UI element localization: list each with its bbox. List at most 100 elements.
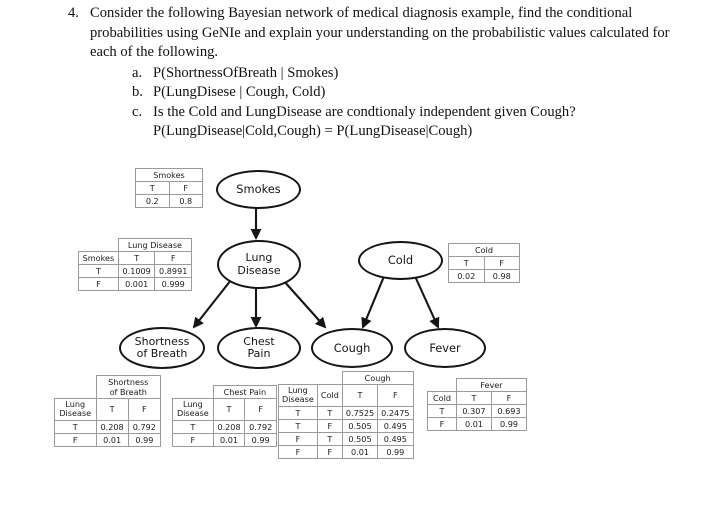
cpt-lung-disease-row1-parent: F (78, 277, 119, 291)
table-row: Smokes T F (78, 251, 192, 265)
cpt-chest-pain-row0-f: 0.792 (244, 419, 277, 434)
node-lung-disease-label-line1: Lung (245, 251, 273, 265)
node-fever[interactable]: Fever (404, 328, 486, 368)
table-row: Lung Disease (79, 238, 193, 252)
node-lung-disease[interactable]: Lung Disease (217, 240, 301, 289)
cpt-chest-pain-row0-t: 0.208 (212, 419, 246, 434)
question-item-c-text: Is the Cold and LungDisease are condtion… (153, 103, 576, 120)
node-smokes[interactable]: Smokes (216, 170, 301, 209)
cpt-fever-row0-f: 0.693 (490, 404, 528, 418)
node-shortness-of-breath-label-line2: of Breath (136, 347, 188, 360)
table-row: Cough (279, 371, 414, 385)
cpt-cough-corner1 (279, 372, 318, 385)
table-row: F T 0.505 0.495 (278, 431, 414, 446)
cpt-cough-title: Cough (341, 371, 414, 385)
edge-cold-fever (413, 273, 440, 329)
cpt-fever-row1-f: 0.99 (490, 417, 528, 431)
cpt-cough-row0-p1: T (278, 405, 318, 420)
table-row: T F (135, 181, 203, 195)
cpt-cough-parent1-label: Lung Disease (278, 384, 318, 407)
table-row: F 0.001 0.999 (78, 277, 192, 291)
cpt-sob-parent-line2: Disease (59, 408, 92, 419)
cpt-cough-row0-f: 0.2475 (377, 405, 414, 420)
node-chest-pain-label-line2: Pain (247, 347, 271, 360)
cpt-chest-pain-corner (173, 386, 214, 399)
cpt-cold-title: Cold (448, 243, 520, 257)
cpt-chest-pain-parent-label: Lung Disease (172, 398, 214, 421)
table-row: Fever (428, 378, 527, 392)
cpt-cough-header-t: T (341, 384, 379, 407)
cpt-cough-parent1-line1: Lung (288, 385, 308, 395)
question-item-b-text: P(LungDisese | Cough, Cold) (153, 84, 326, 101)
node-cold-label: Cold (387, 253, 414, 268)
cpt-fever-row0-parent: T (427, 404, 457, 418)
cpt-lung-disease-parent-label: Smokes (78, 251, 119, 265)
edge-lungdisease-cough (282, 279, 327, 329)
node-lung-disease-label-line2: Disease (237, 263, 281, 277)
cpt-fever-header-t: T (456, 391, 492, 405)
cpt-cough-row0-t: 0.7525 (341, 405, 379, 420)
cpt-fever-row0-t: 0.307 (456, 404, 492, 418)
question-main-row: 4. Consider the following Bayesian netwo… (68, 4, 688, 141)
table-row: Cold T F (427, 391, 528, 405)
question-sublist: a. P(ShortnessOfBreath | Smokes) b. P(Lu… (90, 64, 688, 142)
table-row: T F (448, 256, 520, 270)
cpt-chest-pain-row1-f: 0.99 (244, 432, 277, 447)
cpt-chest-pain-row1-parent: F (172, 432, 214, 447)
cpt-smokes: Smokes T F 0.2 0.8 (135, 168, 203, 208)
cpt-smokes-value-t: 0.2 (135, 194, 170, 208)
cpt-shortness-of-breath-title: Shortness of Breath (95, 375, 161, 399)
table-row: T T 0.7525 0.2475 (278, 405, 414, 420)
node-cold[interactable]: Cold (358, 241, 443, 280)
cpt-chest-pain-parent-line2: Disease (176, 408, 209, 419)
cpt-lung-disease-header-t: T (117, 251, 156, 265)
node-cough[interactable]: Cough (311, 328, 393, 368)
cpt-fever-header-f: F (490, 391, 528, 405)
table-row: T 0.307 0.693 (427, 404, 528, 418)
cpt-chest-pain-title: Chest Pain (212, 385, 278, 399)
table-row: Lung Disease T F (172, 398, 277, 421)
cpt-lung-disease-row1-f: 0.999 (154, 277, 192, 291)
cpt-sob-row1-t: 0.01 (95, 432, 129, 447)
cpt-chest-pain-parent-line1: Lung (182, 399, 203, 409)
question-item-c: c. Is the Cold and LungDisease are condt… (132, 103, 688, 122)
table-row: Shortness of Breath (55, 375, 161, 399)
cpt-cough-row1-t: 0.505 (341, 418, 379, 433)
table-row: Lung Disease Cold T F (278, 384, 414, 407)
edge-lungdisease-shortnessofbreath (192, 279, 232, 329)
cpt-chest-pain-header-f: F (244, 398, 277, 421)
cpt-smokes-header-f: F (168, 181, 203, 195)
node-smokes-label: Smokes (236, 182, 281, 197)
table-row: 0.02 0.98 (448, 269, 520, 283)
cpt-cough-row2-p1: F (278, 431, 318, 446)
node-shortness-of-breath[interactable]: Shortness of Breath (119, 327, 205, 369)
question-item-b-label: b. (132, 84, 143, 101)
question-item-b: b. P(LungDisese | Cough, Cold) (132, 83, 688, 102)
table-row: 0.2 0.8 (135, 194, 203, 208)
cpt-cough-row1-p2: F (316, 418, 343, 433)
cpt-shortness-of-breath-header-t: T (95, 398, 129, 421)
cpt-cough: Cough Lung Disease Cold T F T T 0.7525 0… (278, 371, 414, 459)
table-row: F 0.01 0.99 (172, 432, 277, 447)
table-row: T 0.208 0.792 (54, 419, 162, 434)
cpt-sob-row1-f: 0.99 (127, 432, 162, 447)
cpt-smokes-value-f: 0.8 (168, 194, 203, 208)
cpt-cough-corner2 (317, 372, 342, 385)
cpt-cold-header-t: T (448, 256, 485, 270)
cpt-cough-row2-p2: T (316, 431, 343, 446)
cpt-cough-row3-p1: F (278, 444, 318, 459)
cpt-fever-row1-t: 0.01 (456, 417, 492, 431)
cpt-cough-row0-p2: T (316, 405, 343, 420)
cpt-shortness-of-breath-corner (55, 376, 97, 399)
cpt-cough-row3-f: 0.99 (377, 444, 414, 459)
edge-cold-cough (361, 273, 386, 329)
node-chest-pain-label-line1: Chest (243, 334, 275, 348)
table-row: Cold (448, 243, 520, 257)
question-body: Consider the following Bayesian network … (90, 4, 688, 141)
cpt-cold-value-f: 0.98 (483, 269, 520, 283)
cpt-chest-pain: Chest Pain Lung Disease T F T 0.208 0.79… (172, 385, 278, 447)
node-chest-pain[interactable]: Chest Pain (217, 327, 301, 369)
cpt-fever-corner (428, 379, 457, 392)
table-row: T 0.208 0.792 (172, 419, 277, 434)
